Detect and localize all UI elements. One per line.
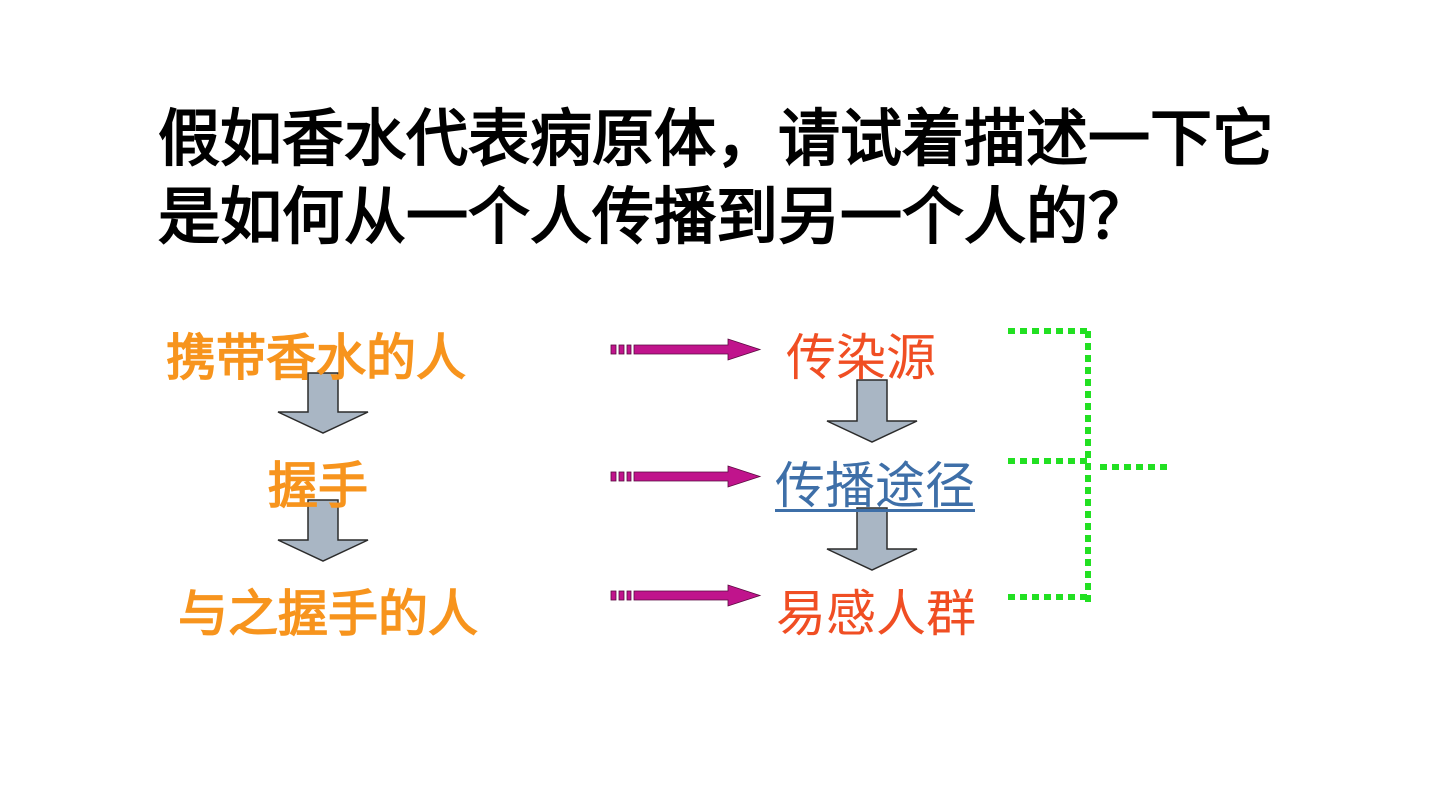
title-line-2: 是如何从一个人传播到另一个人的？ <box>158 180 1151 253</box>
page-title: 假如香水代表病原体，请试着描述一下它 是如何从一个人传播到另一个人的？ <box>158 100 1338 256</box>
down-block-arrow-icon <box>277 372 369 434</box>
right-node-infection-source: 传染源 <box>786 329 936 387</box>
right-arrow-icon <box>610 338 762 361</box>
left-node-carrier: 携带香水的人 <box>166 329 466 387</box>
right-arrow-icon <box>610 465 762 488</box>
left-node-recipient: 与之握手的人 <box>178 585 478 643</box>
title-line-1: 假如香水代表病原体，请试着描述一下它 <box>158 102 1275 175</box>
down-block-arrow-icon <box>826 507 918 571</box>
down-block-arrow-icon <box>277 499 369 562</box>
right-node-susceptible-population: 易感人群 <box>776 585 976 643</box>
down-block-arrow-icon <box>826 379 918 443</box>
right-arrow-icon <box>610 584 762 607</box>
left-node-handshake: 握手 <box>268 457 368 515</box>
right-node-transmission-route: 传播途径 <box>775 457 975 515</box>
dotted-bracket <box>1008 328 1168 604</box>
